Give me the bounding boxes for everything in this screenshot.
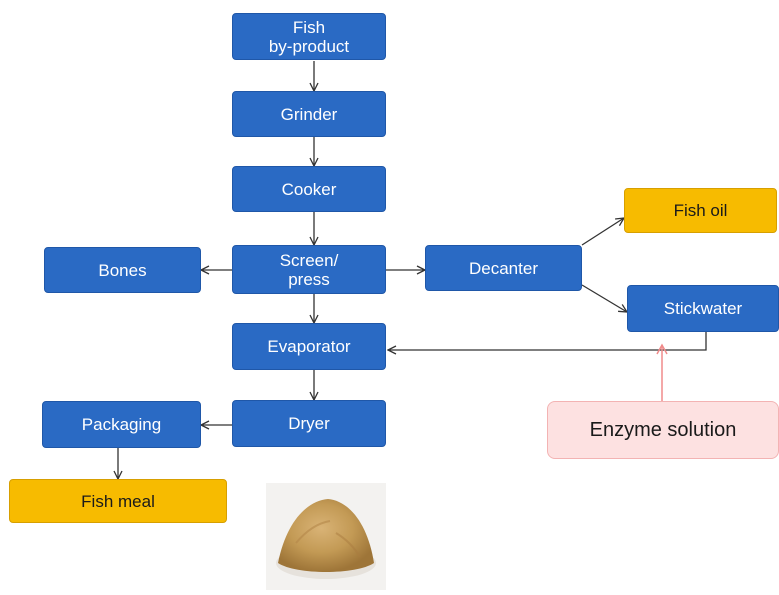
node-evaporator-label: Evaporator: [267, 337, 351, 356]
node-fish-oil: Fish oil: [624, 188, 777, 233]
node-decanter: Decanter: [425, 245, 582, 291]
node-evaporator: Evaporator: [232, 323, 386, 370]
fish-meal-photo: [266, 483, 386, 590]
node-stickwater-label: Stickwater: [663, 299, 743, 318]
node-fish-oil-label: Fish oil: [673, 201, 728, 220]
node-dryer: Dryer: [232, 400, 386, 447]
node-enzyme-solution-label: Enzyme solution: [589, 418, 737, 441]
arrow-decanter-to-stickwater: [581, 284, 627, 312]
node-dryer-label: Dryer: [288, 414, 330, 433]
node-bones-label: Bones: [98, 260, 147, 280]
arrow-decanter-to-fish-oil: [581, 218, 624, 246]
node-grinder: Grinder: [232, 91, 386, 137]
arrow-stickwater-to-evaporator: [388, 332, 707, 350]
node-fish-meal-label: Fish meal: [81, 491, 155, 511]
node-screen-press-label: Screen/ press: [279, 250, 339, 289]
node-packaging-label: Packaging: [81, 415, 162, 434]
node-cooker: Cooker: [232, 166, 386, 212]
node-bones: Bones: [44, 247, 201, 293]
node-enzyme-solution: Enzyme solution: [547, 401, 779, 459]
node-screen-press: Screen/ press: [232, 245, 386, 294]
node-decanter-label: Decanter: [469, 258, 538, 278]
node-stickwater: Stickwater: [627, 285, 779, 332]
node-fish-byproduct: Fish by-product: [232, 13, 386, 60]
node-fish-meal: Fish meal: [9, 479, 227, 523]
node-packaging: Packaging: [42, 401, 201, 448]
node-cooker-label: Cooker: [281, 179, 337, 199]
node-fish-byproduct-label: Fish by-product: [268, 17, 350, 56]
node-grinder-label: Grinder: [280, 104, 338, 124]
